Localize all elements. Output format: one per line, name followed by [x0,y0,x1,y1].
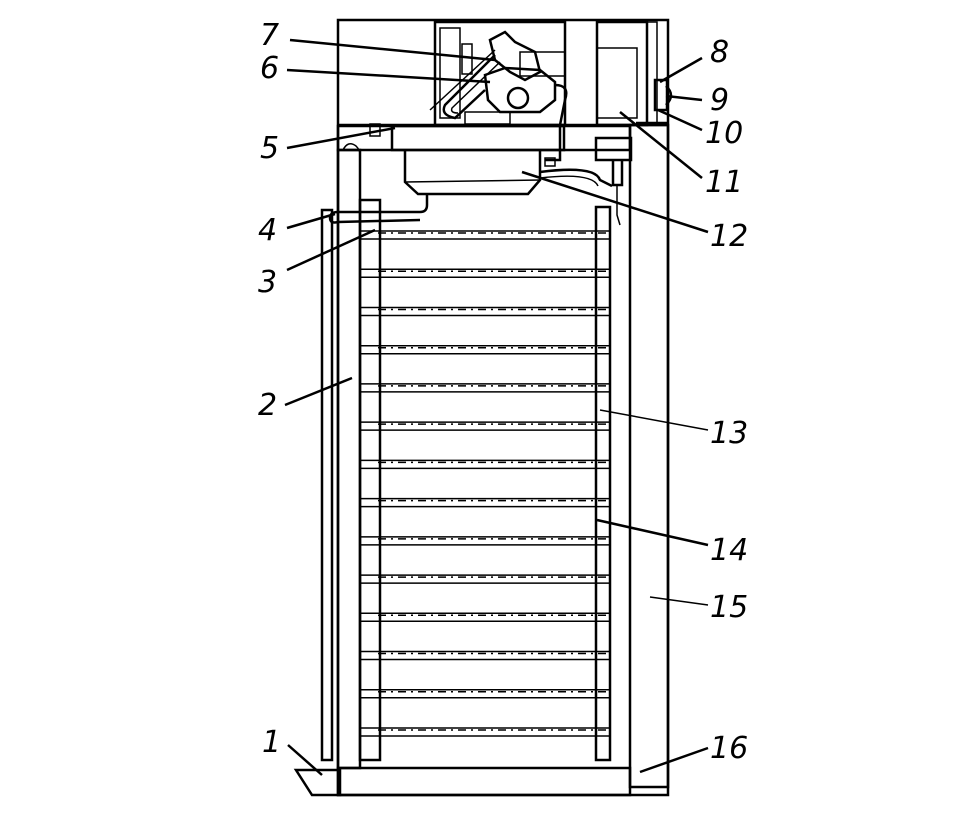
linkage-arm-a [442,54,496,120]
drum-tray [403,150,542,196]
left-rack-post [358,198,382,762]
callout-labels: 1 2 3 4 5 6 7 8 9 10 11 12 13 14 15 16 [258,18,748,766]
linkage-arm-b [450,61,501,114]
leader-1 [287,744,323,776]
motor-shaft [506,86,530,110]
pipe [328,195,429,224]
valve-tube-inner [539,175,599,187]
callout-1: 1 [262,725,281,760]
right-rack-post [594,205,612,762]
callout-4: 4 [258,213,277,248]
housing-column [439,27,461,119]
drum-tray-rim [404,179,541,183]
foot [293,768,342,797]
callout-9: 9 [710,83,729,118]
leader-12 [521,170,709,234]
leader-5 [286,126,396,150]
outer-cabinet [336,18,670,797]
leader-13 [599,409,709,431]
callout-14: 14 [710,533,748,568]
tube-clip [544,157,556,167]
callout-5: 5 [260,131,279,166]
control-box-inner [596,47,638,119]
leader-11 [619,111,703,179]
leader-6 [286,68,491,84]
valve-stem [611,160,624,187]
callout-16: 16 [710,731,748,766]
leader-14 [596,518,709,547]
leader-8 [659,56,703,84]
leader-3 [286,228,376,272]
leader-9 [665,94,703,102]
callout-15: 15 [710,590,748,625]
side-rail [646,21,658,126]
motor-gear-lower [483,66,557,114]
leader-4 [286,212,336,230]
latch-knob [665,85,673,106]
motor-base [464,111,511,125]
callout-12: 12 [710,219,748,254]
leader-10 [657,108,703,132]
right-wall [628,123,670,789]
shelves-group [360,230,610,737]
callout-7: 7 [260,18,279,53]
valve-needle [616,185,621,226]
housing-pin [461,43,473,75]
callout-3: 3 [258,265,277,300]
motor-gear-upper [488,30,542,82]
leader-16 [639,746,709,774]
plate-block [390,124,566,152]
motor-box [519,51,566,77]
outer-side-strip [320,208,334,762]
motor-cable [545,83,568,162]
callout-11: 11 [705,165,743,200]
callout-10: 10 [705,116,743,151]
hinge-curve [342,143,361,155]
control-box [595,20,649,127]
callout-2: 2 [258,388,277,423]
leader-2 [284,376,353,407]
callout-6: 6 [260,51,279,86]
callout-13: 13 [710,416,748,451]
callout-8: 8 [710,35,729,70]
valve-tube [539,168,613,188]
leader-lines [284,38,709,776]
leader-15 [649,596,709,606]
leader-7 [289,38,496,62]
base-plate [336,766,632,797]
